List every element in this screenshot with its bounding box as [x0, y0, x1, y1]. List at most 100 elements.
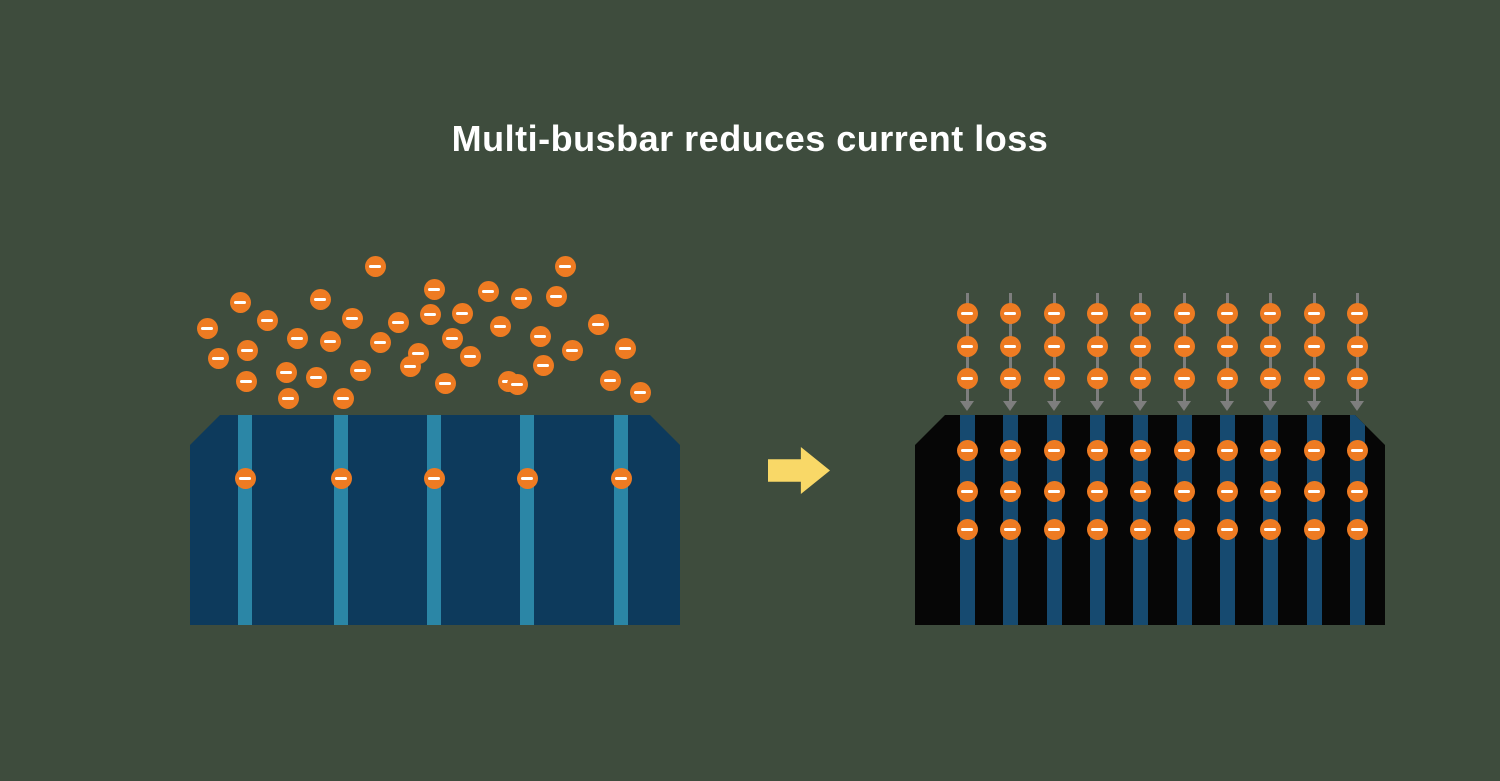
electron-icon	[332, 387, 354, 409]
down-arrow-head-icon	[1047, 401, 1061, 411]
electron-icon	[1346, 367, 1368, 389]
electron-icon	[1259, 335, 1281, 357]
electron-icon	[1173, 367, 1195, 389]
electron-icon	[956, 302, 978, 324]
electron-icon	[554, 255, 576, 277]
electron-icon	[229, 291, 251, 313]
electron-icon	[256, 309, 278, 331]
electron-icon	[1129, 367, 1151, 389]
electron-icon	[1086, 518, 1108, 540]
electron-icon	[309, 288, 331, 310]
electron-icon	[235, 370, 257, 392]
down-arrow-head-icon	[1177, 401, 1191, 411]
electron-icon	[610, 467, 632, 489]
electron-icon	[1086, 302, 1108, 324]
electron-icon	[532, 354, 554, 376]
electron-icon	[1216, 335, 1238, 357]
electron-icon	[1086, 439, 1108, 461]
electron-icon	[364, 255, 386, 277]
down-arrow-head-icon	[1220, 401, 1234, 411]
diagram-title: Multi-busbar reduces current loss	[451, 118, 1049, 159]
electron-icon	[1129, 302, 1151, 324]
electron-icon	[956, 439, 978, 461]
electron-icon	[1303, 480, 1325, 502]
down-arrow-head-icon	[1263, 401, 1277, 411]
electron-icon	[999, 335, 1021, 357]
electron-icon	[1346, 518, 1368, 540]
electron-icon	[1216, 518, 1238, 540]
electron-icon	[286, 327, 308, 349]
electron-icon	[1043, 439, 1065, 461]
electron-icon	[1216, 439, 1238, 461]
electron-icon	[1173, 480, 1195, 502]
electron-icon	[369, 331, 391, 353]
electron-icon	[1086, 367, 1108, 389]
electron-icon	[341, 307, 363, 329]
electron-icon	[510, 287, 532, 309]
electron-icon	[1346, 302, 1368, 324]
electron-icon	[1043, 367, 1065, 389]
electron-icon	[1216, 480, 1238, 502]
electron-icon	[629, 381, 651, 403]
electron-icon	[999, 518, 1021, 540]
electron-icon	[1216, 367, 1238, 389]
left-solar-cell	[190, 415, 680, 625]
electron-icon	[956, 480, 978, 502]
electron-icon	[275, 361, 297, 383]
electron-icon	[614, 337, 636, 359]
electron-icon	[234, 467, 256, 489]
electron-icon	[207, 347, 229, 369]
electron-icon	[1173, 518, 1195, 540]
electron-icon	[330, 467, 352, 489]
electron-icon	[1043, 480, 1065, 502]
down-arrow-head-icon	[1090, 401, 1104, 411]
electron-icon	[587, 313, 609, 335]
electron-icon	[506, 373, 528, 395]
electron-icon	[999, 302, 1021, 324]
electron-icon	[423, 467, 445, 489]
electron-icon	[1303, 518, 1325, 540]
down-arrow-head-icon	[1350, 401, 1364, 411]
electron-icon	[1259, 518, 1281, 540]
electron-icon	[1259, 302, 1281, 324]
electron-icon	[419, 303, 441, 325]
electron-icon	[1043, 518, 1065, 540]
electron-icon	[599, 369, 621, 391]
electron-icon	[489, 315, 511, 337]
electron-icon	[1173, 302, 1195, 324]
electron-icon	[1346, 335, 1368, 357]
electron-icon	[529, 325, 551, 347]
down-arrow-head-icon	[1307, 401, 1321, 411]
electron-icon	[319, 330, 341, 352]
electron-icon	[434, 372, 456, 394]
electron-icon	[1259, 439, 1281, 461]
electron-icon	[999, 439, 1021, 461]
electron-icon	[1303, 335, 1325, 357]
electron-icon	[1043, 335, 1065, 357]
electron-icon	[1173, 335, 1195, 357]
electron-icon	[441, 327, 463, 349]
electron-icon	[349, 359, 371, 381]
electron-icon	[423, 278, 445, 300]
electron-icon	[277, 387, 299, 409]
electron-icon	[305, 366, 327, 388]
electron-icon	[1129, 518, 1151, 540]
electron-icon	[956, 518, 978, 540]
electron-icon	[1303, 439, 1325, 461]
electron-icon	[516, 467, 538, 489]
electron-icon	[1346, 480, 1368, 502]
electron-icon	[1086, 480, 1108, 502]
electron-icon	[399, 355, 421, 377]
electron-icon	[561, 339, 583, 361]
electron-icon	[999, 480, 1021, 502]
electron-icon	[1259, 480, 1281, 502]
electron-icon	[1346, 439, 1368, 461]
electron-icon	[459, 345, 481, 367]
electron-icon	[1259, 367, 1281, 389]
electron-icon	[1216, 302, 1238, 324]
